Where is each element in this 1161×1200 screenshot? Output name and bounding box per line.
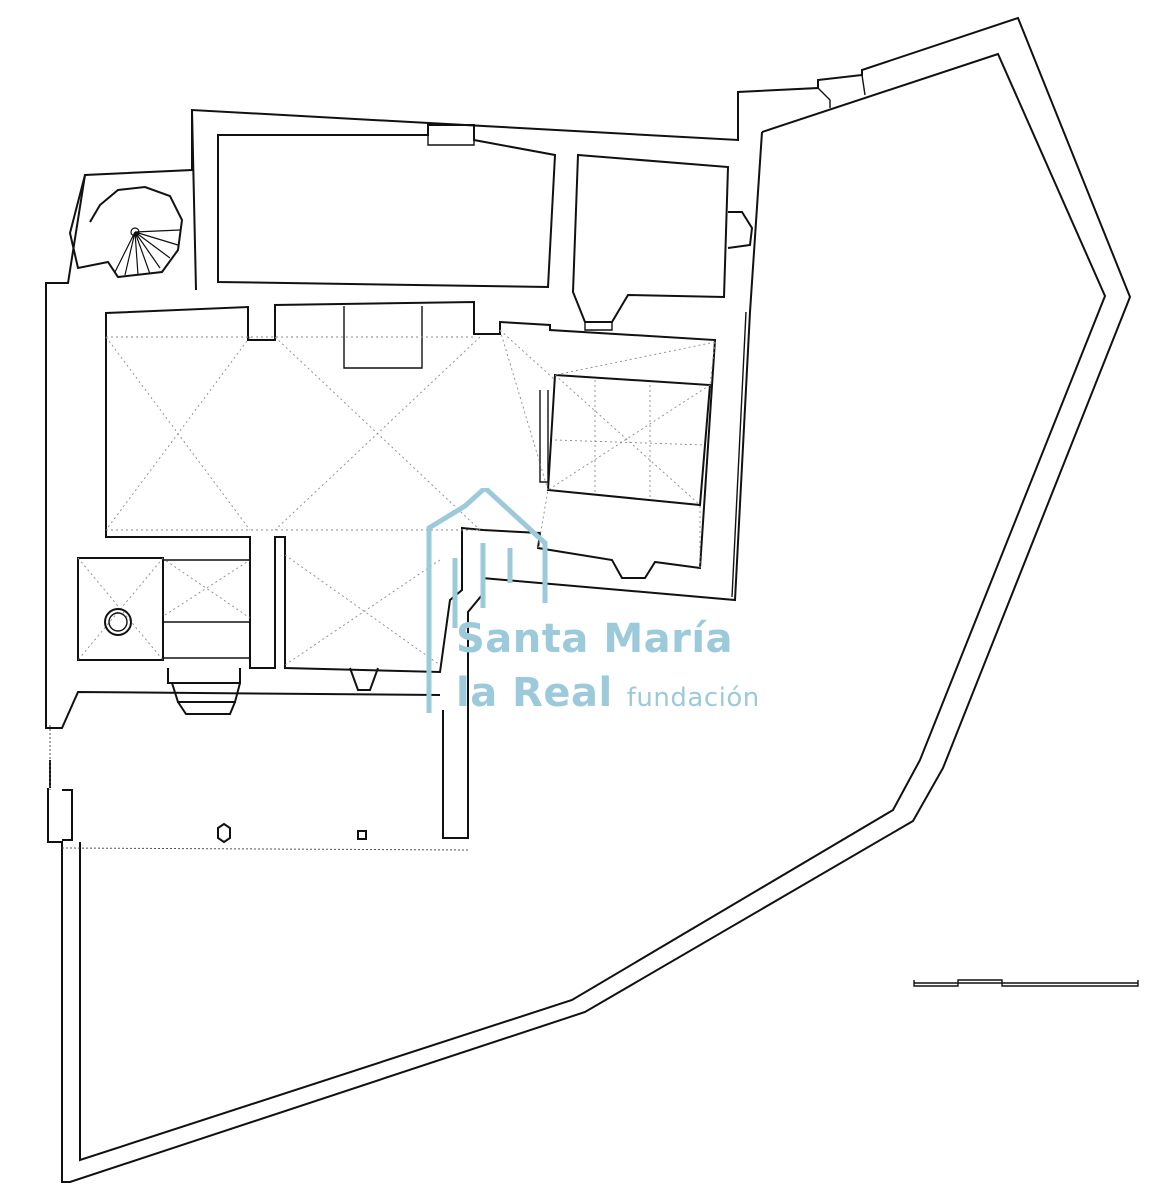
south-doorways bbox=[167, 667, 379, 715]
room-top-long bbox=[217, 124, 557, 289]
room-with-well bbox=[77, 557, 251, 668]
lower-courtyard bbox=[49, 725, 471, 851]
column-base-icon bbox=[357, 830, 367, 840]
well-icon bbox=[104, 608, 132, 636]
outer-enclosure-wall bbox=[47, 16, 1132, 1183]
scale-bar-icon bbox=[913, 979, 1139, 987]
building-outer-wall bbox=[45, 108, 763, 839]
vaulted-hall bbox=[105, 300, 717, 674]
spiral-staircase-icon bbox=[68, 174, 184, 279]
room-top-right bbox=[571, 153, 754, 331]
column-icon bbox=[217, 822, 231, 844]
